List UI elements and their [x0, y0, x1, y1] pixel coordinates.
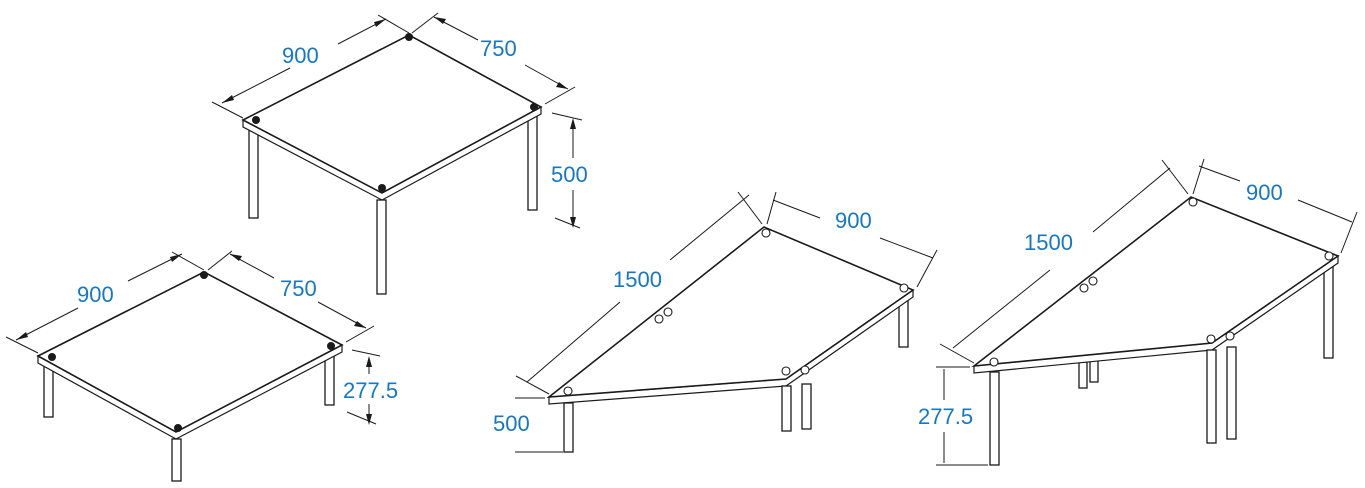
connector-dot [174, 424, 182, 432]
extension-line [554, 217, 581, 229]
table-square-tall: 900 750 500 [211, 12, 588, 295]
leg-front-right [801, 383, 812, 430]
leg-front-mid [1206, 349, 1217, 444]
extension-line [211, 101, 244, 119]
extension-line [1192, 158, 1205, 195]
connector-dot [48, 353, 56, 361]
dimension-label-short-side: 900 [835, 208, 872, 233]
connector-dot [327, 342, 335, 350]
dimension-line [952, 269, 1051, 349]
dimension-label-height: 500 [493, 411, 530, 436]
leg-front-right [1226, 346, 1237, 440]
tabletop [546, 226, 915, 398]
table-trapezoid-tall: 1500 900 500 [493, 191, 938, 453]
extension-line [766, 191, 777, 225]
connector-hole [761, 228, 771, 238]
connector-hole [1079, 283, 1089, 293]
connector-hole [1188, 197, 1198, 207]
connector-dot [530, 103, 538, 111]
extension-line [171, 251, 205, 271]
connector-dot [252, 116, 260, 124]
leg-back-mid-2 [1089, 359, 1099, 383]
extension-line [515, 375, 550, 395]
arrowhead [366, 356, 372, 367]
dimension-line [1092, 167, 1171, 233]
dimension-line [879, 237, 934, 259]
dimension-label-short-side: 900 [1246, 180, 1283, 205]
tabletop [241, 34, 543, 194]
arrowhead [222, 95, 234, 103]
extension-line [5, 336, 39, 354]
table-trapezoid-low: 1500 900 277.5 [918, 158, 1358, 466]
dimension-line [221, 67, 291, 104]
arrowhead [570, 217, 576, 228]
dimension-line [526, 301, 621, 383]
arrowhead [434, 17, 446, 24]
leg-front [171, 438, 182, 482]
leg-front-left [989, 371, 1000, 466]
tabletop [971, 196, 1340, 368]
extension-line [939, 343, 975, 364]
dimension-label-depth: 750 [480, 36, 517, 61]
dimension-line [1297, 199, 1353, 223]
connector-hole [1088, 276, 1098, 286]
dimension-line [669, 194, 750, 261]
leg-right [527, 114, 538, 211]
dimension-label-width: 900 [282, 43, 319, 68]
connector-hole [781, 366, 791, 376]
dimension-label-long-side: 1500 [1024, 230, 1073, 255]
connector-dot [378, 184, 386, 192]
extension-line [551, 112, 583, 121]
leg-back-right [1323, 261, 1334, 359]
connector-hole [800, 365, 810, 375]
dimension-line [772, 199, 821, 219]
extension-line [351, 349, 381, 357]
extension-line [1340, 211, 1358, 254]
connector-hole [563, 386, 573, 396]
arrowhead [556, 82, 568, 89]
connector-hole [989, 357, 999, 367]
extension-line [207, 250, 233, 271]
connector-hole [1324, 251, 1334, 261]
extension-line [1161, 159, 1189, 195]
arrowhead [16, 332, 28, 340]
leg-front-mid [781, 385, 792, 432]
arrowhead [366, 414, 372, 425]
dimension-label-width: 900 [77, 282, 114, 307]
connector-hole [1225, 331, 1235, 341]
connector-dot [405, 33, 413, 41]
dimension-label-height: 277.5 [918, 404, 973, 429]
arrowhead [570, 118, 576, 129]
table-square-low: 900 750 277.5 [5, 250, 398, 482]
dimension-label-long-side: 1500 [613, 267, 662, 292]
extension-line [737, 191, 763, 225]
connector-dot [200, 271, 208, 279]
dimension-line [1198, 165, 1241, 182]
extension-line [916, 249, 938, 288]
arrowhead [230, 254, 242, 261]
extension-line [544, 86, 576, 105]
arrowhead [354, 321, 366, 328]
tabletop [36, 271, 344, 433]
leg-front-left [563, 402, 574, 453]
dimension-label-height: 500 [551, 162, 588, 187]
dimension-label-depth: 750 [280, 276, 317, 301]
connector-hole [899, 283, 909, 293]
leg-front [376, 199, 387, 295]
extension-line [377, 14, 410, 34]
arrowhead [170, 254, 182, 262]
dimension-label-height: 277.5 [343, 378, 398, 403]
connector-hole [1206, 334, 1216, 344]
connector-hole [654, 314, 664, 324]
connector-hole [663, 307, 673, 317]
leg-back-mid [1078, 361, 1088, 389]
extension-line [411, 12, 439, 34]
arrowhead [374, 19, 386, 27]
extension-line [345, 325, 375, 343]
extension-line [346, 411, 377, 425]
leg-left [248, 127, 259, 219]
